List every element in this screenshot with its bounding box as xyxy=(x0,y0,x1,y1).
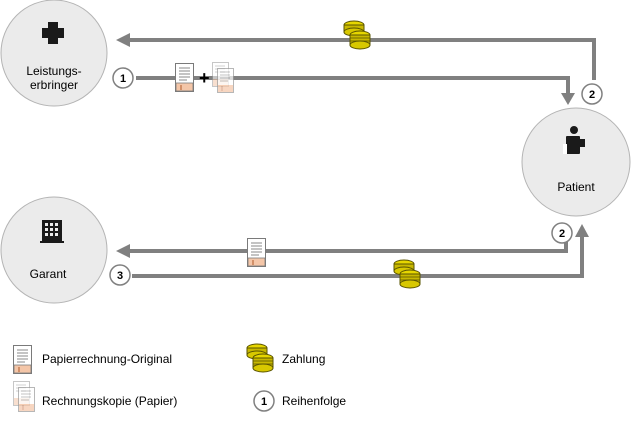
legend-item-payment: Zahlung xyxy=(246,343,325,373)
payment-coin-icon-top xyxy=(343,20,371,50)
coin-stack-icon xyxy=(246,343,274,373)
sequence-badge-icon xyxy=(253,390,275,412)
paper-original-icon-guarantor xyxy=(247,238,266,267)
arrowhead-patient-top xyxy=(561,93,575,105)
node-provider: Leistungs- erbringer xyxy=(0,0,108,107)
legend-item-paper-original: Papierrechnung-Original xyxy=(13,345,172,374)
step-badge-1: 1 xyxy=(112,67,134,89)
arrow-guarantor-to-patient-payment xyxy=(132,236,584,278)
step-badge-3: 3 xyxy=(109,264,131,286)
payment-coin-icon-bottom xyxy=(393,259,421,289)
guarantor-label: Garant xyxy=(30,267,67,281)
legend-item-sequence: 1 Reihenfolge xyxy=(253,390,346,412)
building-icon xyxy=(40,220,64,243)
arrowhead-guarantor xyxy=(116,244,130,258)
provider-label-line2: erbringer xyxy=(30,78,78,92)
paper-copy-icon xyxy=(13,381,35,412)
arrow-patient-to-guarantor-bill xyxy=(128,232,568,253)
arrowhead-patient-bottom xyxy=(575,224,589,237)
legend-item-paper-copy: Rechnungskopie (Papier) xyxy=(13,381,177,412)
medical-cross-icon xyxy=(42,22,64,44)
paper-document-icon xyxy=(13,345,32,374)
paper-original-icon-step1 xyxy=(175,63,194,92)
plus-icon: + xyxy=(199,68,210,88)
legend-label-payment: Zahlung xyxy=(282,352,325,366)
paper-copy-icon-step1 xyxy=(212,62,234,93)
svg-text:1: 1 xyxy=(120,73,126,85)
legend: Papierrechnung-Original Rechnungskopie (… xyxy=(13,343,346,412)
node-guarantor: Garant xyxy=(0,196,108,304)
arrowheads xyxy=(116,33,589,258)
svg-text:2: 2 xyxy=(589,89,595,101)
step-badge-2-bottom: 2 xyxy=(551,222,573,244)
provider-label-line1: Leistungs- xyxy=(26,64,81,78)
svg-text:2: 2 xyxy=(559,228,565,240)
arrow-patient-to-provider-payment xyxy=(128,38,596,80)
patient-label: Patient xyxy=(557,180,595,194)
legend-label-sequence: Reihenfolge xyxy=(282,394,346,408)
svg-text:3: 3 xyxy=(117,270,123,282)
node-patient: Patient xyxy=(521,107,631,217)
legend-label-paper-copy: Rechnungskopie (Papier) xyxy=(42,394,177,408)
step-badge-2-top: 2 xyxy=(581,83,603,105)
person-icon xyxy=(563,126,585,154)
legend-sequence-number: 1 xyxy=(261,396,267,408)
arrowhead-provider-top xyxy=(116,33,130,47)
arrow-provider-to-patient-bill xyxy=(136,76,570,96)
legend-label-paper-original: Papierrechnung-Original xyxy=(42,352,172,366)
